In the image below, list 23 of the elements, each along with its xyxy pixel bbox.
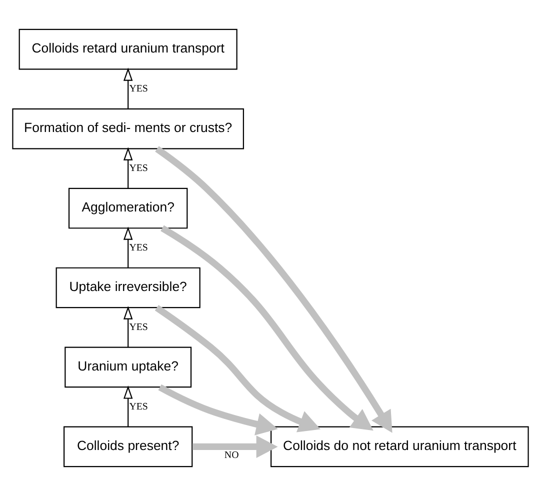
arrow [158, 384, 278, 436]
arrow [123, 306, 133, 348]
node-box: Colloids present? [64, 426, 193, 468]
node-box: Uranium uptake? [64, 346, 192, 388]
arrow [155, 146, 392, 433]
edge-label: YES [129, 83, 148, 94]
arrow [192, 435, 278, 458]
edge-label: YES [129, 162, 148, 174]
edge-label: NO [224, 450, 239, 461]
arrow [123, 226, 133, 268]
node-box: Agglomeration? [68, 188, 188, 229]
node-box: Uptake irreversible? [56, 267, 200, 308]
arrow [123, 147, 133, 188]
node-box: Colloids retard uranium transport [18, 28, 238, 70]
node-box: Colloids do not retard uranium transport [270, 426, 529, 468]
arrow [123, 386, 133, 426]
edge-label: YES [129, 242, 148, 254]
node-box: Formation of sedi- ments or crusts? [12, 108, 244, 150]
arrow [154, 305, 321, 432]
arrow [160, 225, 374, 431]
edge-label: YES [129, 322, 148, 333]
edge-label: YES [129, 401, 148, 412]
arrow [123, 68, 133, 109]
